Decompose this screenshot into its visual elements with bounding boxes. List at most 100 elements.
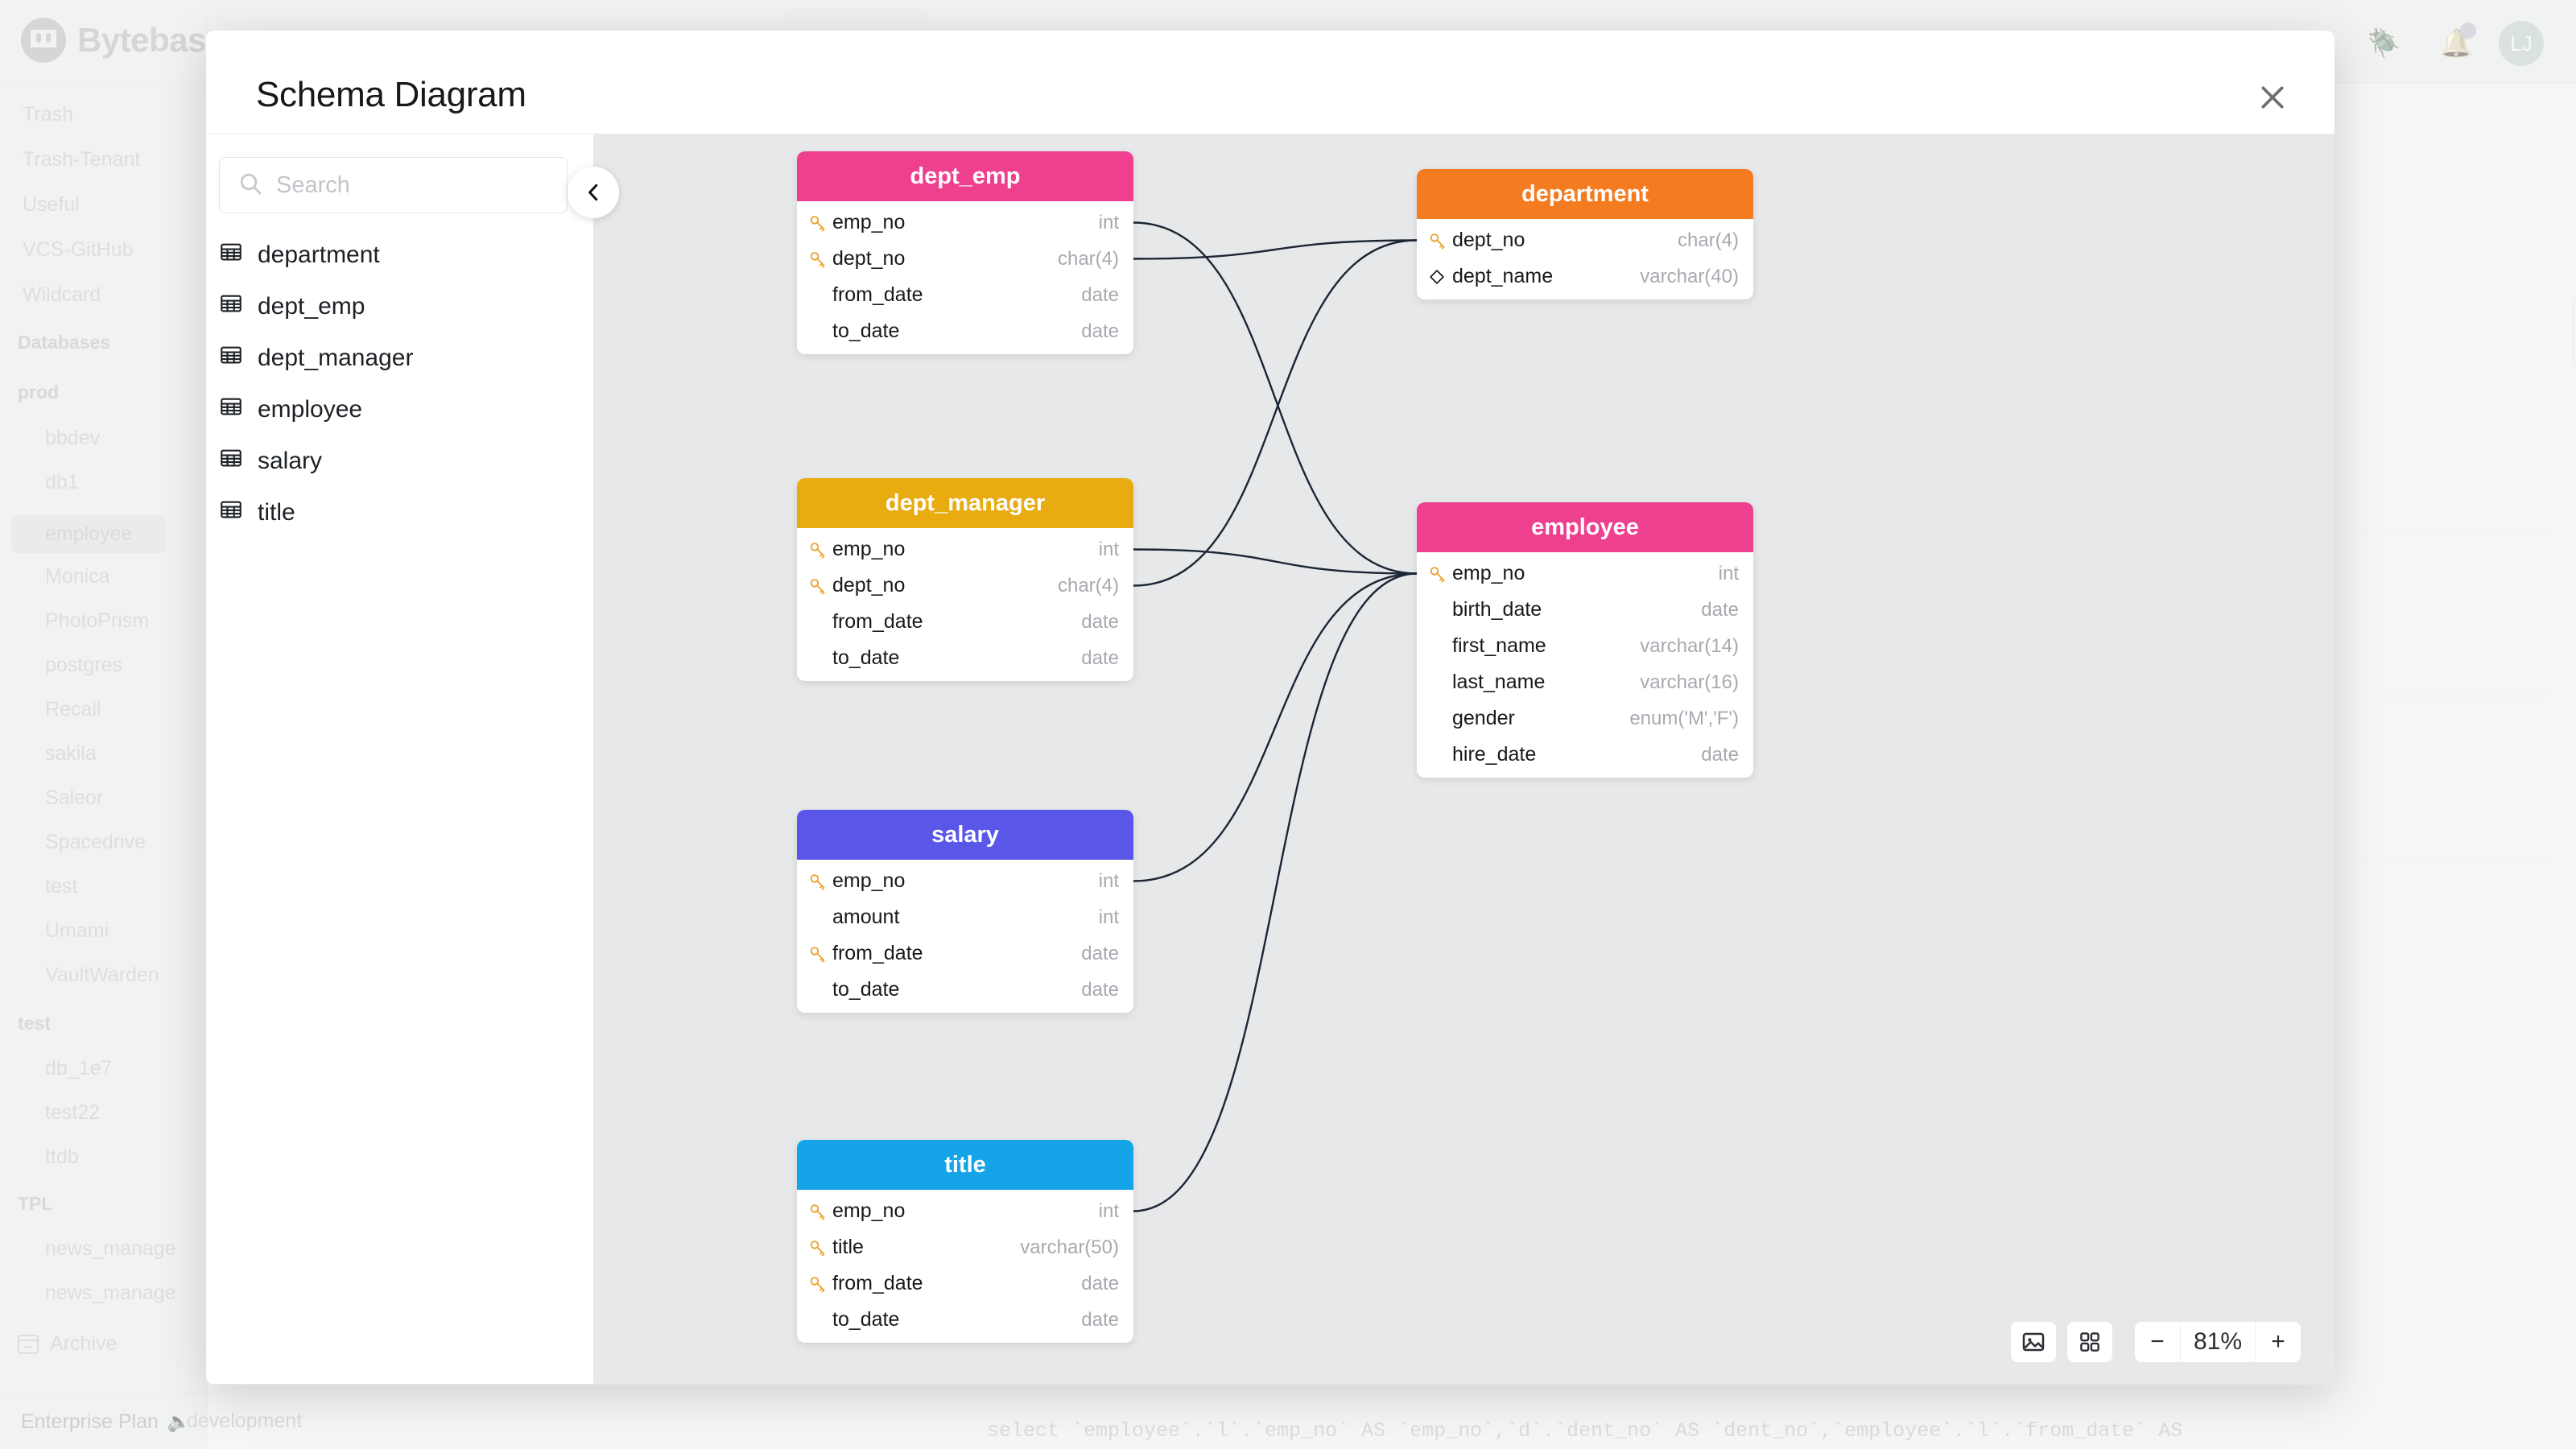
list-item-department[interactable]: department	[206, 229, 593, 281]
key-icon	[808, 872, 832, 891]
table-icon	[219, 394, 243, 425]
column-name: to_date	[832, 646, 900, 669]
sidebar-item-wildcard[interactable]: Wildcard	[23, 283, 101, 306]
alter-schema-button[interactable]: Alter Schema	[2573, 295, 2576, 369]
column-name: dept_no	[832, 574, 906, 597]
key-icon	[808, 944, 832, 964]
list-item-title[interactable]: title	[206, 487, 593, 539]
list-item-dept_manager[interactable]: dept_manager	[206, 332, 593, 384]
app-logo[interactable]: Bytebase	[21, 18, 225, 63]
column-name: from_date	[832, 283, 923, 306]
sidebar-item-db1[interactable]: db1	[45, 471, 79, 493]
zoom-in-button[interactable]: +	[2271, 1328, 2285, 1355]
sidebar-item-employee[interactable]: employee	[11, 515, 167, 553]
column-name: emp_no	[832, 869, 906, 892]
key-icon	[808, 1202, 832, 1221]
sidebar-item-vcs-github[interactable]: VCS-GitHub	[23, 238, 134, 261]
sidebar-item-db-1e7[interactable]: db_1e7	[45, 1057, 113, 1080]
list-item-salary[interactable]: salary	[206, 436, 593, 487]
sidebar-item-monica[interactable]: Monica	[45, 565, 110, 588]
zoom-level: 81%	[2180, 1322, 2256, 1362]
chevron-left-icon[interactable]	[568, 167, 619, 218]
zoom-out-button[interactable]: −	[2150, 1328, 2165, 1355]
bytebase-logo-icon	[21, 18, 66, 63]
edge-line	[1133, 548, 1418, 575]
sidebar-divider	[0, 84, 207, 85]
speaker-icon: 🔈	[166, 1411, 191, 1433]
column-type: varchar(50)	[1020, 1236, 1119, 1258]
sidebar-item-photoprism[interactable]: PhotoPrism	[45, 609, 150, 632]
sidebar-item-news-manage[interactable]: news_manage	[45, 1237, 176, 1260]
sidebar-item-umami[interactable]: Umami	[45, 919, 109, 942]
plan-bar[interactable]: Enterprise Plan 🔈	[0, 1394, 208, 1449]
sidebar-item-news-manage[interactable]: news_manage	[45, 1282, 176, 1304]
fit-view-grid-icon[interactable]	[2067, 1322, 2112, 1362]
sidebar-item-spacedrive[interactable]: Spacedrive	[45, 831, 147, 853]
avatar[interactable]: LJ	[2499, 21, 2544, 66]
list-item-employee[interactable]: employee	[206, 384, 593, 436]
sidebar-item-recall[interactable]: Recall	[45, 698, 101, 720]
edge-line	[1133, 572, 1418, 882]
list-item-dept_emp[interactable]: dept_emp	[206, 281, 593, 332]
sidebar-item-test22[interactable]: test22	[45, 1101, 101, 1124]
column-name: dept_no	[832, 247, 906, 270]
sidebar-item-saleor[interactable]: Saleor	[45, 786, 104, 809]
list-item-label: dept_manager	[258, 345, 414, 371]
column-type: date	[1701, 743, 1739, 766]
key-icon	[808, 213, 832, 233]
sidebar-item-trash[interactable]: Trash	[23, 103, 73, 126]
sidebar-item-archive[interactable]: Archive	[17, 1332, 117, 1356]
table-node-title: dept_manager	[797, 478, 1133, 528]
search-box[interactable]	[219, 157, 568, 213]
column-type: date	[1701, 598, 1739, 621]
key-icon	[808, 540, 832, 559]
sidebar-item-ttdb[interactable]: ttdb	[45, 1146, 79, 1168]
sidebar-item-vaultwarden[interactable]: VaultWarden	[45, 964, 159, 986]
index-diamond-icon	[1428, 268, 1452, 286]
column-type: int	[1718, 562, 1739, 584]
search-input[interactable]	[276, 171, 549, 199]
zoom-control-group: − 81% +	[2135, 1322, 2301, 1362]
key-icon	[1428, 564, 1452, 584]
search-icon	[237, 171, 263, 200]
image-export-icon[interactable]	[2011, 1322, 2056, 1362]
sidebar-item-test: test	[18, 1013, 51, 1034]
bug-icon[interactable]: 🪲	[2367, 28, 2401, 59]
column-name: to_date	[832, 978, 900, 1001]
sidebar-item-databases: Databases	[18, 332, 111, 353]
column-type: int	[1098, 1199, 1119, 1222]
column-name: last_name	[1452, 671, 1546, 693]
sidebar-item-trash-tenant[interactable]: Trash-Tenant	[23, 148, 141, 171]
column-type: date	[1081, 320, 1119, 342]
close-icon[interactable]	[2251, 76, 2294, 119]
sidebar-item-postgres[interactable]: postgres	[45, 654, 122, 676]
archive-icon	[17, 1334, 39, 1354]
sidebar-item-bbdev[interactable]: bbdev	[45, 427, 101, 449]
column-name: from_date	[832, 942, 923, 964]
sidebar-item-sakila[interactable]: sakila	[45, 742, 97, 765]
column-type: date	[1081, 942, 1119, 964]
sidebar-item-test[interactable]: test	[45, 875, 78, 898]
sidebar-item-useful[interactable]: Useful	[23, 193, 80, 216]
table-node-title: salary	[797, 810, 1133, 860]
column-row: from_date date	[797, 935, 1133, 972]
column-name: to_date	[832, 320, 900, 342]
column-type: int	[1098, 869, 1119, 892]
